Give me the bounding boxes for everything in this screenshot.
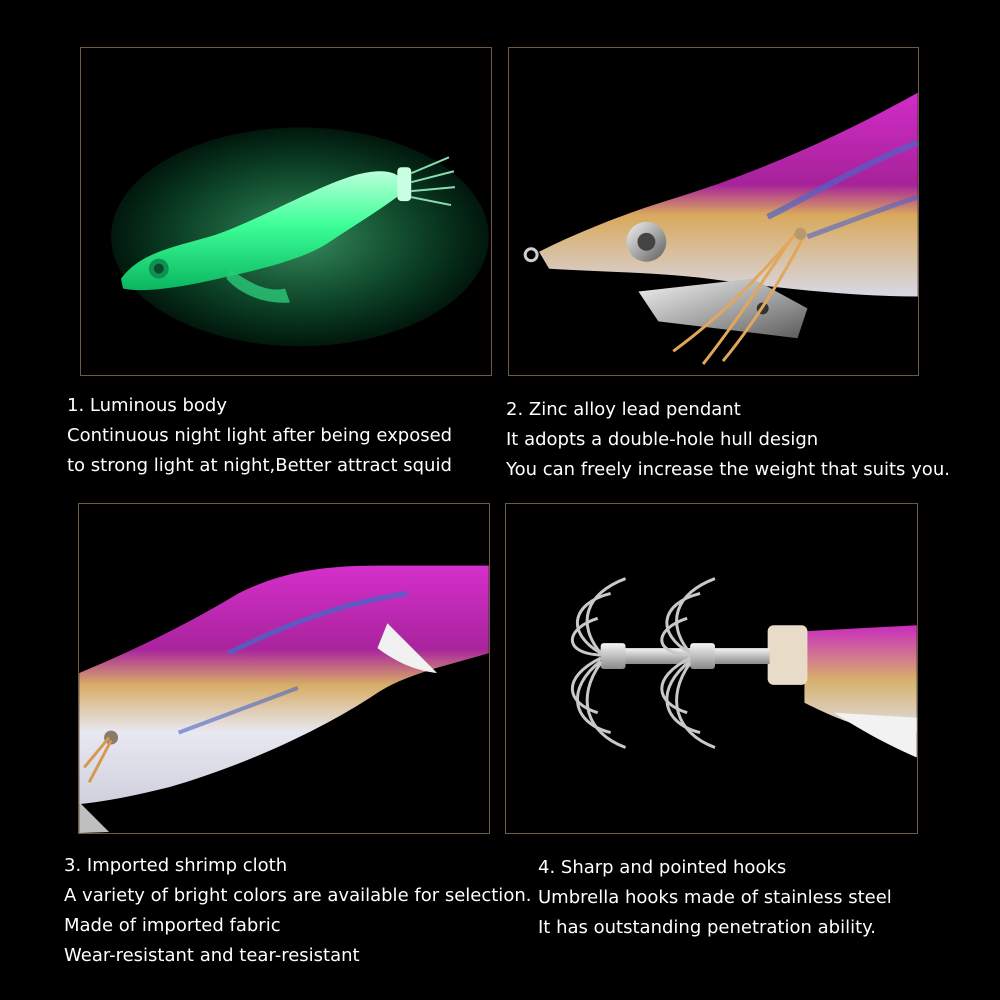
stainless-umbrella-hooks-image bbox=[570, 577, 917, 758]
caption-heading: 3. Imported shrimp cloth bbox=[64, 855, 288, 876]
caption-line: It adopts a double-hole hull design bbox=[506, 429, 819, 450]
jig-head-sinker-image bbox=[523, 92, 918, 365]
caption-line: Wear-resistant and tear-resistant bbox=[64, 945, 360, 966]
umbrella-hooks-photo bbox=[505, 503, 918, 834]
caption-heading: 4. Sharp and pointed hooks bbox=[538, 857, 787, 878]
caption-heading: 2. Zinc alloy lead pendant bbox=[506, 399, 741, 420]
caption-shrimp-cloth: 3. Imported shrimp cloth A variety of br… bbox=[64, 851, 531, 971]
caption-line: Made of imported fabric bbox=[64, 915, 281, 936]
zinc-lead-pendant-photo bbox=[508, 47, 919, 376]
caption-umbrella-hooks: 4. Sharp and pointed hooks Umbrella hook… bbox=[538, 853, 892, 943]
shrimp-cloth-closeup-image bbox=[79, 565, 489, 833]
caption-luminous-body: 1. Luminous body Continuous night light … bbox=[67, 391, 452, 481]
luminous-body-photo bbox=[80, 47, 492, 376]
shrimp-cloth-photo bbox=[78, 503, 490, 834]
caption-heading: 1. Luminous body bbox=[67, 395, 227, 416]
caption-zinc-lead-pendant: 2. Zinc alloy lead pendant It adopts a d… bbox=[506, 395, 950, 485]
caption-line: Umbrella hooks made of stainless steel bbox=[538, 887, 892, 908]
caption-line: It has outstanding penetration ability. bbox=[538, 917, 876, 938]
caption-line: A variety of bright colors are available… bbox=[64, 885, 532, 906]
glowing-squid-jig-image bbox=[111, 127, 489, 347]
caption-line: You can freely increase the weight that … bbox=[506, 459, 950, 480]
caption-line: Continuous night light after being expos… bbox=[67, 425, 453, 446]
caption-line: to strong light at night,Better attract … bbox=[67, 455, 452, 476]
